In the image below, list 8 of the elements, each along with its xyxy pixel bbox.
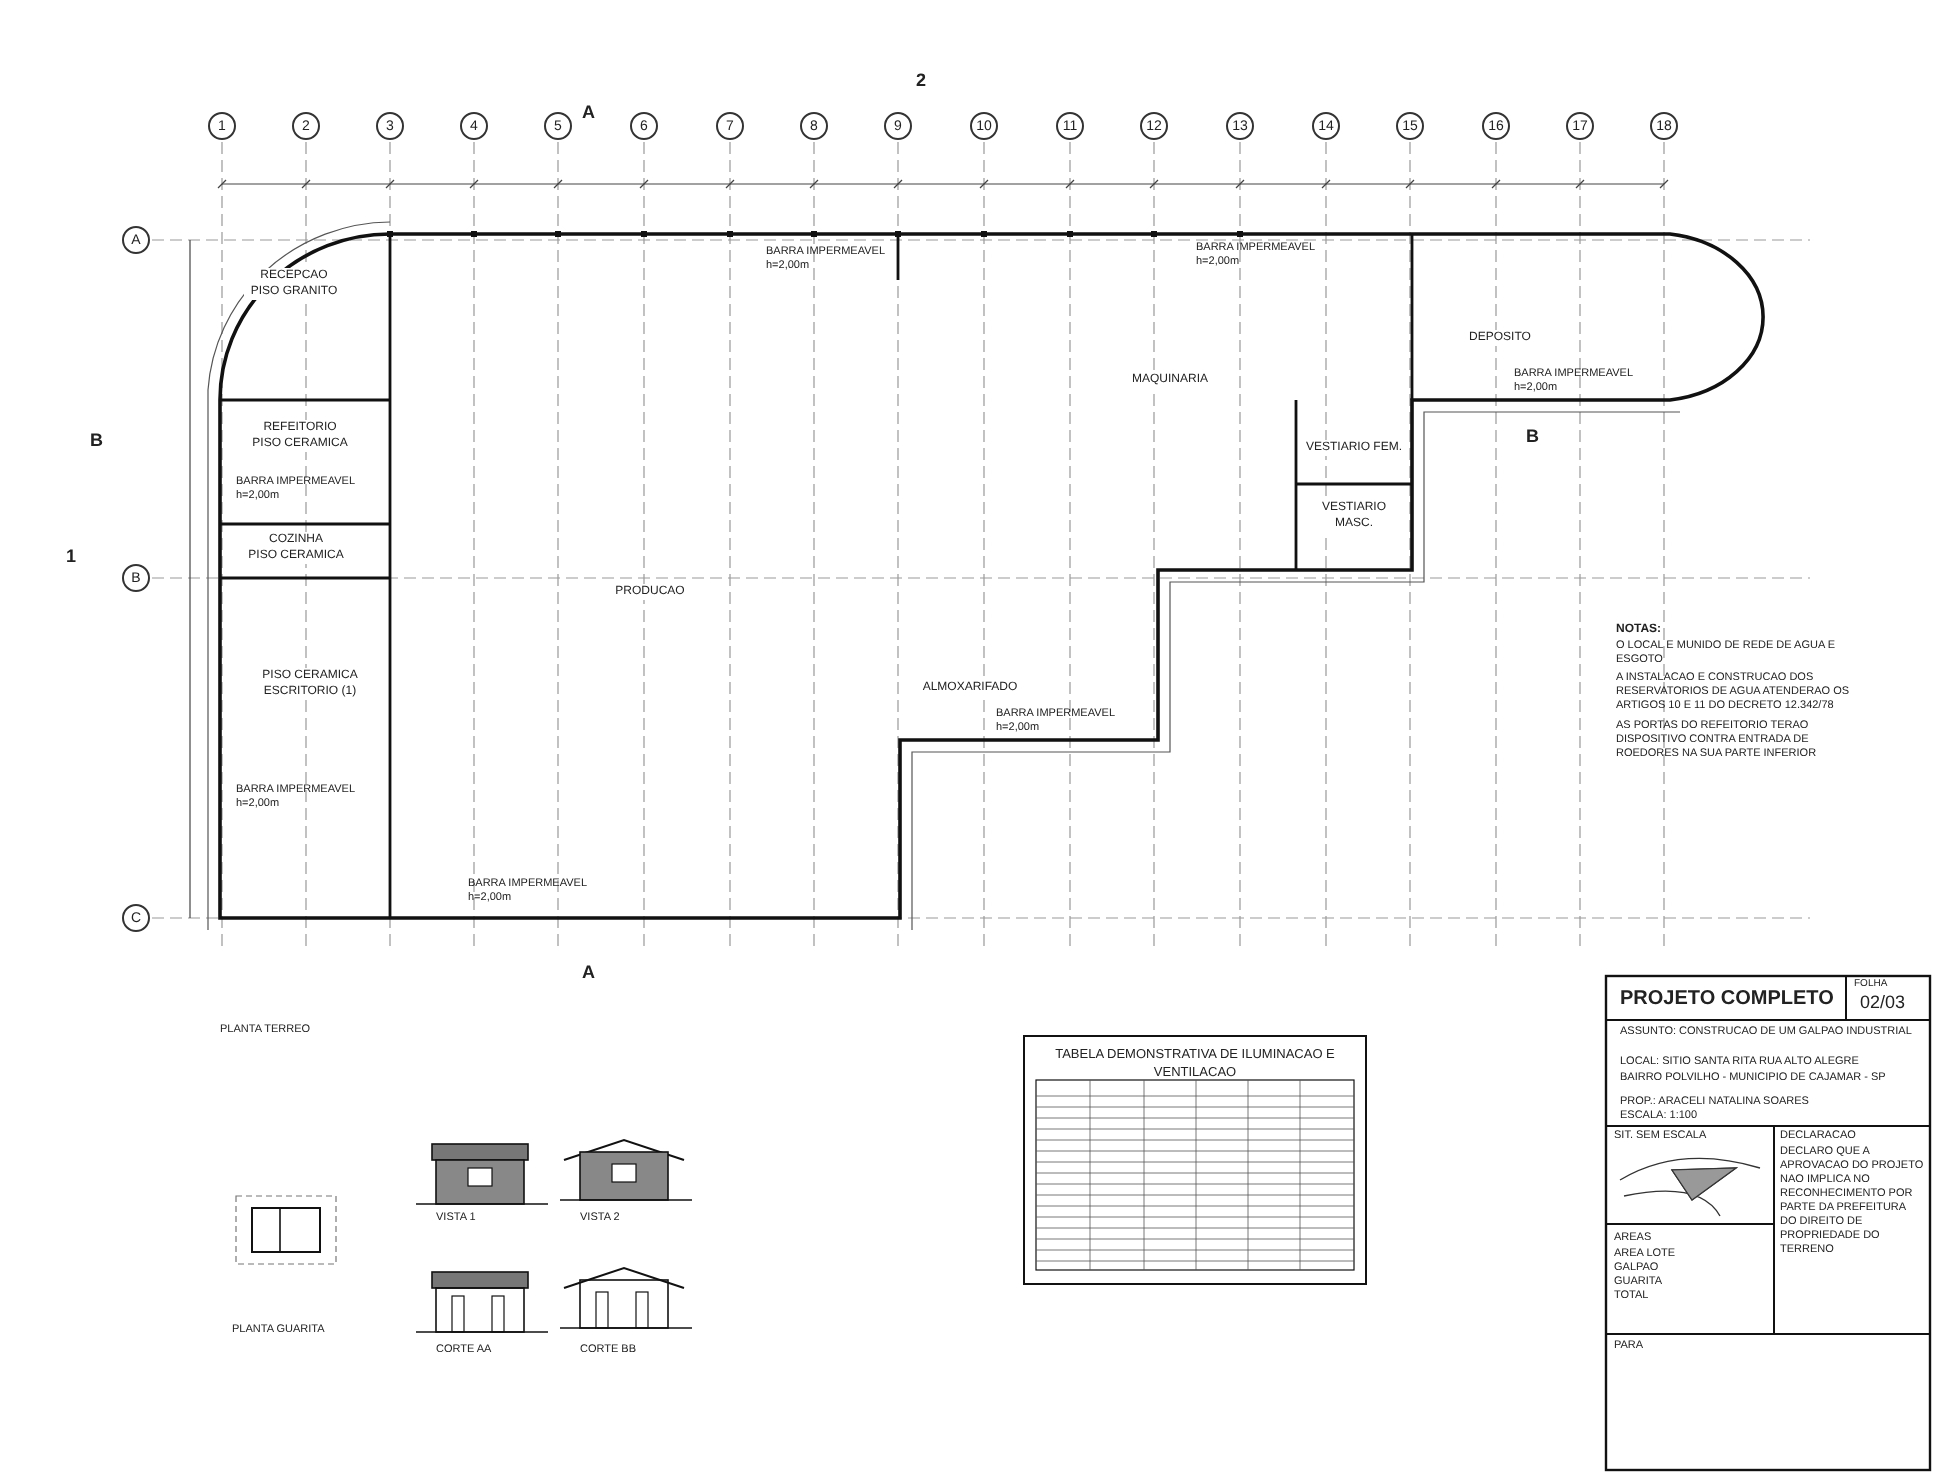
elevation-marker: 1 [66, 546, 77, 566]
project-title: PROJETO COMPLETO [1620, 988, 1836, 1012]
section-marker: A [582, 962, 595, 982]
section-marker: A [582, 102, 595, 122]
section-marker: B [90, 430, 103, 450]
elevation-marker: 2 [916, 70, 927, 90]
sheet-number: 02/03 [1860, 992, 1908, 1014]
section-marker: B [1526, 426, 1539, 446]
